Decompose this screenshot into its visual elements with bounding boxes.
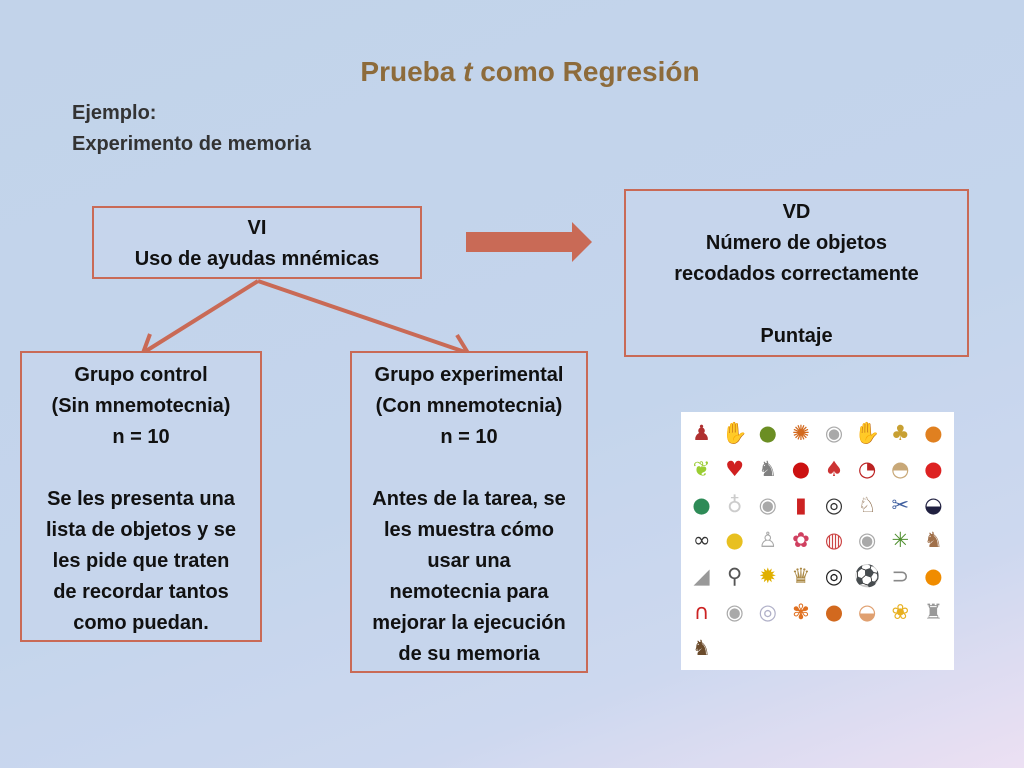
coin-icon: ◉ [858, 528, 877, 553]
shell-icon: ◒ [858, 599, 877, 624]
spiral-icon: ◎ [824, 492, 844, 517]
magnet-icon: ∩ [693, 599, 710, 624]
subtitle-experiment: Experimento de memoria [72, 133, 311, 155]
right-arrow [466, 222, 592, 262]
paperclip-icon: ⊃ [891, 564, 910, 589]
glove-icon: ✋ [854, 421, 881, 446]
apple-icon: ● [791, 457, 811, 482]
experimental-desc-line: de su memoria [398, 643, 540, 665]
glasses-icon: ∞ [692, 528, 711, 553]
subtitle-example: Ejemplo: [72, 102, 157, 124]
crab-icon: ✺ [792, 421, 810, 446]
experimental-desc-line: mejorar la ejecución [372, 612, 566, 634]
experimental-desc-line: les muestra cómo [383, 519, 555, 541]
bowling-pin-icon: ♟ [692, 421, 711, 446]
sneaker-icon: ◢ [693, 564, 710, 589]
sunflower-icon: ✹ [759, 564, 777, 589]
control-desc-line: lista de objetos y se [45, 519, 237, 541]
baseball-icon: ◍ [824, 528, 844, 553]
control-desc-line: como puedan. [73, 612, 209, 634]
title-prefix: Prueba [360, 56, 464, 87]
slide-title: Prueba t como Regresión [0, 56, 1024, 88]
orange-icon: ● [924, 564, 943, 589]
experimental-desc-line: Antes de la tarea, se [372, 488, 566, 510]
pepper-icon: ● [924, 421, 943, 446]
experimental-group-condition: (Con mnemotecnia) [375, 395, 563, 417]
light-bulb-icon: ♁ [726, 492, 743, 517]
vi-description: Uso de ayudas mnémicas [134, 248, 380, 270]
control-group-box: Grupo control (Sin mnemotecnia) n = 10 S… [20, 351, 262, 642]
dartboard-icon: ◎ [824, 564, 844, 589]
kiwi-icon: ● [758, 421, 777, 446]
control-desc-line: Se les presenta una [47, 488, 235, 510]
experimental-group-box: Grupo experimental (Con mnemotecnia) n =… [350, 351, 588, 673]
coin-icon: ◉ [758, 492, 777, 517]
magnifier-icon: ⚲ [726, 564, 743, 589]
pineapple-icon: ♣ [890, 421, 910, 446]
lily-icon: ✾ [792, 599, 810, 624]
experimental-group-spacer [352, 453, 586, 484]
scissors-icon: ✂ [891, 492, 910, 517]
vi-label: VI [247, 217, 267, 239]
coin-icon: ◉ [725, 599, 744, 624]
experimental-group-n: n = 10 [440, 426, 498, 448]
title-suffix: como Regresión [472, 56, 700, 87]
cd-icon: ◎ [758, 599, 777, 624]
hat-icon: ◓ [891, 457, 910, 482]
title-italic-t: t [463, 56, 473, 87]
control-group-condition: (Sin mnemotecnia) [51, 395, 231, 417]
dog-icon: ♞ [924, 528, 943, 553]
experimental-group-title: Grupo experimental [374, 364, 564, 386]
vd-label: VD [782, 201, 811, 223]
memory-objects-image: ♟ ✋ ● ✺ ◉ ✋ ♣ ● ❦ ♥ ♞ ● ♠ ◔ ◓ ● ● ♁ ◉ ▮ ◎ ♘ ✂ ◒ ∞ ● ♙ ✿ ◍ ◉ ✳ ♞ ◢ ⚲ ✹ ♛ ◎ ⚽ ⊃ ●… [681, 412, 954, 670]
soccer-ball-icon: ⚽ [854, 564, 881, 589]
experimental-desc-line: nemotecnia para [389, 581, 549, 603]
control-desc-line: les pide que traten [52, 550, 230, 572]
trowel-icon: ♠ [824, 457, 844, 482]
cap-icon: ◒ [924, 492, 943, 517]
lucky-cat-icon: ♛ [791, 564, 811, 589]
control-group-spacer [22, 453, 260, 484]
flask-icon: ♙ [758, 528, 778, 553]
slide-subtitle: Ejemplo: Experimento de memoria [72, 98, 311, 160]
control-desc-line: de recordar tantos [53, 581, 229, 603]
dependent-variable-box: VD Número de objetos recodados correctam… [624, 189, 969, 357]
tomato-icon: ● [924, 457, 943, 482]
lantern-icon: ▮ [795, 492, 807, 517]
basketball-icon: ● [824, 599, 844, 624]
terrier-icon: ♞ [692, 635, 711, 660]
watering-can-icon: ♜ [924, 599, 943, 624]
duckling-icon: ● [725, 528, 744, 553]
baseball-glove-icon: ✋ [721, 421, 748, 446]
control-group-n: n = 10 [112, 426, 170, 448]
independent-variable-box: VI Uso de ayudas mnémicas [92, 206, 422, 279]
ginkgo-leaf-icon: ❦ [692, 457, 711, 482]
experimental-desc-line: usar una [427, 550, 511, 572]
watermelon-icon: ● [692, 492, 711, 517]
arrow-to-control [144, 279, 260, 353]
strawberry-icon: ♥ [725, 457, 745, 482]
vd-spacer [626, 290, 967, 321]
vd-score: Puntaje [760, 325, 833, 347]
vd-line-objects: Número de objetos [705, 232, 888, 254]
rose-icon: ✿ [792, 528, 810, 553]
coin-icon: ◉ [824, 421, 844, 446]
butterfly-icon: ❀ [891, 599, 910, 624]
control-group-title: Grupo control [74, 364, 208, 386]
arrow-to-experimental [257, 279, 466, 354]
rabbit-icon: ♘ [857, 492, 877, 517]
fan-icon: ◔ [858, 457, 877, 482]
vd-line-recalled: recodados correctamente [674, 263, 919, 285]
leaf-icon: ✳ [891, 528, 910, 553]
cat-icon: ♞ [758, 457, 778, 482]
